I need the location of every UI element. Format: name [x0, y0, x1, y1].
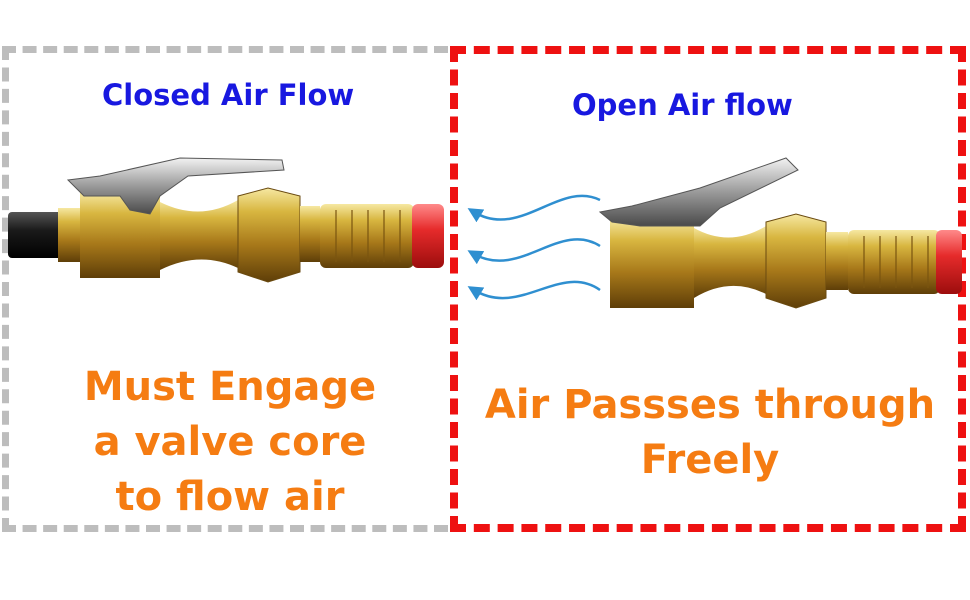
chuck-neck: [160, 200, 238, 270]
red-cap: [412, 204, 444, 268]
open-flow-panel: [450, 46, 966, 532]
hose-crimp: [58, 208, 80, 262]
open-chuck-image: [598, 157, 962, 309]
closed-chuck-image: [8, 157, 444, 283]
airflow-arrow-icon: [467, 194, 601, 223]
airflow-arrow-icon: [467, 238, 601, 265]
closed-flow-caption: Must Engage a valve core to flow air: [60, 360, 400, 525]
airflow-arrows: [467, 194, 601, 301]
closed-air-flow-title: Closed Air Flow: [102, 78, 355, 112]
chuck-head: [80, 192, 160, 278]
clip-lever: [598, 157, 799, 227]
open-air-flow-title: Open Air flow: [572, 88, 793, 122]
chuck-neck: [694, 226, 766, 298]
hose: [8, 212, 68, 258]
caption-line: Air Passses through: [484, 382, 936, 428]
closed-flow-panel: [2, 46, 448, 532]
connector: [826, 232, 848, 290]
knurled-sleeve: [848, 230, 940, 294]
chuck-head: [610, 218, 694, 308]
red-cap: [936, 230, 962, 294]
caption-line: a valve core: [93, 419, 367, 465]
caption-line: Freely: [640, 437, 780, 483]
hex-nut: [765, 213, 827, 309]
airflow-arrow-icon: [467, 280, 601, 301]
connector: [300, 206, 320, 262]
caption-line: Must Engage: [83, 364, 377, 410]
hex-nut: [237, 187, 301, 283]
clip-lever: [66, 157, 285, 215]
caption-line: to flow air: [115, 474, 345, 520]
open-flow-caption: Air Passses through Freely: [480, 378, 940, 488]
